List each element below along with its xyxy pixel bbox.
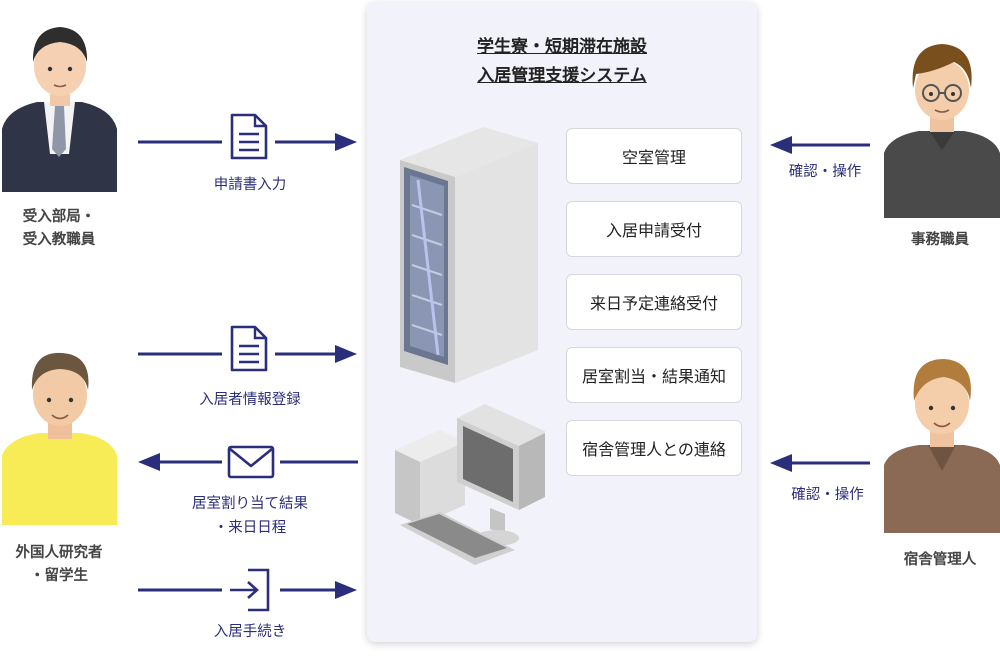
flow-label-application: 申請書入力	[213, 177, 287, 193]
system-title: 学生寮・短期滞在施設 入居管理支援システム	[367, 33, 757, 91]
flow-label-resident-info: 入居者情報登録	[199, 392, 301, 408]
actor-label-researcher-line2: ・留学生	[30, 568, 88, 584]
actor-label-department: 受入部局・ 受入教職員	[0, 206, 118, 252]
flow-label-staff: 確認・操作	[788, 164, 862, 180]
manager-avatar-icon	[884, 359, 1000, 533]
function-box-arrival: 来日予定連絡受付	[566, 274, 742, 330]
function-box-application: 入居申請受付	[566, 201, 742, 257]
envelope-icon	[227, 445, 275, 479]
server-icon	[400, 127, 538, 383]
flow-staff-arrow	[770, 136, 870, 154]
document-icon	[230, 113, 268, 160]
computer-icon	[395, 404, 545, 565]
actor-label-researcher-line1: 外国人研究者	[15, 545, 103, 561]
flow-label-manager: 確認・操作	[791, 487, 864, 503]
young-man-avatar-icon	[2, 352, 117, 525]
flow-result-arrow	[138, 445, 358, 479]
flow-label-result: 居室割り当て結果 ・来日日程	[160, 492, 340, 540]
actor-label-staff: 事務職員	[911, 232, 969, 248]
glasses-man-avatar-icon	[884, 44, 1000, 218]
sign-in-icon	[230, 568, 270, 612]
businessman-avatar-icon	[2, 27, 117, 192]
actor-label-researcher: 外国人研究者 ・留学生	[0, 542, 118, 588]
system-title-line1: 学生寮・短期滞在施設	[477, 37, 647, 57]
actor-label-department-line2: 受入教職員	[22, 232, 96, 248]
flow-procedure-arrow	[138, 568, 357, 612]
flow-resident-info-arrow	[138, 325, 357, 372]
flow-manager-arrow	[770, 454, 870, 472]
system-title-line2: 入居管理支援システム	[477, 66, 647, 86]
function-box-manager-contact: 宿舎管理人との連絡	[566, 420, 742, 476]
flow-label-result-line1: 居室割り当て結果	[192, 496, 308, 512]
document-icon	[230, 325, 268, 372]
function-box-vacancy: 空室管理	[566, 128, 742, 184]
actor-label-department-line1: 受入部局・	[22, 209, 96, 225]
flow-label-result-line2: ・来日日程	[213, 520, 287, 536]
flow-label-procedure: 入居手続き	[213, 624, 287, 640]
flow-application-arrow	[138, 113, 357, 160]
function-box-assignment: 居室割当・結果通知	[566, 347, 742, 403]
actor-label-manager: 宿舎管理人	[903, 552, 977, 568]
